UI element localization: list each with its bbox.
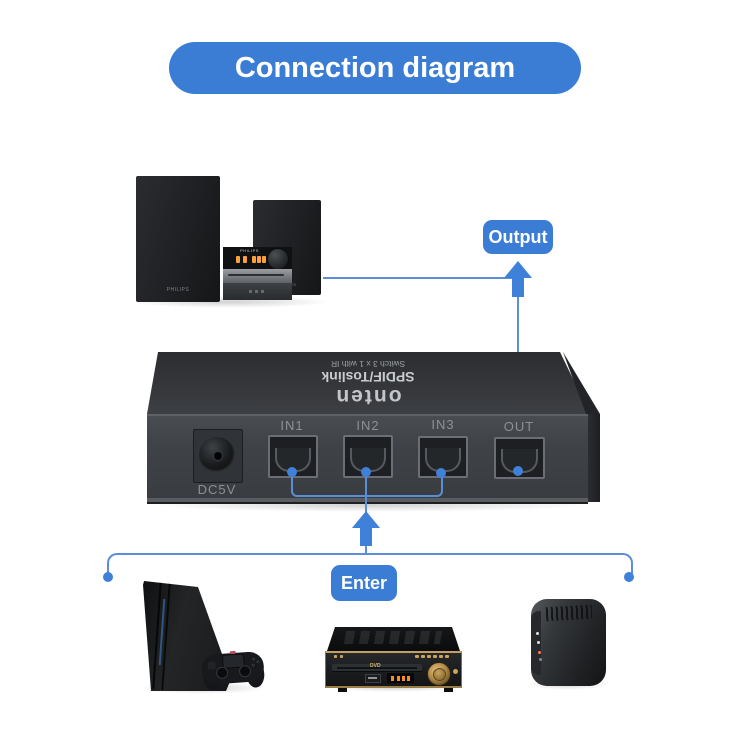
gamepad — [200, 647, 268, 695]
port-out-label: OUT — [503, 419, 535, 434]
stereo-display-digits — [236, 256, 240, 263]
dvd-badge: DVD — [370, 663, 381, 669]
stereo-unit-brand: PHILIPS — [240, 248, 259, 253]
port-out-connector-dot — [513, 466, 523, 476]
dvd-top-emboss — [343, 631, 443, 644]
dvd-top-face — [327, 627, 460, 651]
dvd-power-dots — [334, 655, 337, 658]
output-label: Output — [483, 220, 553, 254]
port-in3 — [418, 436, 468, 478]
port-in1-label: IN1 — [280, 418, 304, 433]
in-ports-connector — [291, 472, 443, 497]
stereo-unit-buttons — [249, 290, 252, 293]
switch-top-print: onten SPDIF/Toslink Switch 3 x 1 with IR — [280, 357, 456, 408]
input-arrow-up-icon — [352, 511, 380, 528]
output-arrow-stem — [512, 277, 524, 297]
switch-brand-logo: onten — [334, 385, 402, 408]
input-arrow-stem — [360, 527, 372, 546]
port-in1-connector-dot — [287, 467, 297, 477]
dvd-gold-button — [453, 669, 458, 674]
port-out — [494, 437, 545, 479]
modem — [531, 599, 606, 686]
console-top-highlight — [143, 581, 200, 586]
stereo-volume-knob — [267, 248, 289, 270]
in2-drop-line — [365, 472, 367, 494]
port-in2-label: IN2 — [356, 418, 380, 433]
modem-led-lights — [536, 632, 539, 635]
switch-product-subtitle: Switch 3 x 1 with IR — [330, 359, 406, 369]
dvd-front-face: DVD — [325, 651, 462, 692]
input-bus-left-dot — [103, 572, 113, 582]
enter-label: Enter — [331, 565, 397, 601]
port-in2-connector-dot — [361, 467, 371, 477]
stereo-display: PHILIPS — [223, 247, 292, 270]
switch-bottom-edge — [147, 502, 588, 504]
title-banner-label: Connection diagram — [234, 51, 516, 84]
dc-power-label: DC5V — [197, 482, 237, 497]
enter-label-text: Enter — [340, 572, 387, 593]
dvd-jog-knob-inner — [433, 668, 446, 681]
port-in3-connector-dot — [436, 468, 446, 478]
dvd-button-row — [415, 655, 419, 658]
dvd-display-digits — [391, 676, 394, 681]
stereo-left-speaker-brand: PHILIPS — [166, 287, 190, 293]
output-line-horizontal — [323, 277, 518, 279]
stereo-main-unit: PHILIPS — [223, 247, 292, 300]
dvd-tray-slot — [337, 667, 417, 669]
stereo-left-speaker: PHILIPS — [136, 176, 220, 302]
stereo-cd-tray — [223, 269, 292, 283]
switch-bottom-bevel — [147, 498, 588, 502]
output-label-text: Output — [488, 226, 548, 247]
stereo-unit-base — [223, 283, 292, 300]
output-arrow-up-icon — [504, 261, 532, 278]
input-bus-line — [107, 553, 633, 577]
modem-vents — [545, 604, 593, 622]
title-banner: Connection diagram — [169, 42, 581, 94]
dc-power-pin — [213, 451, 223, 461]
switch-top-face — [147, 352, 590, 414]
port-in3-label: IN3 — [431, 417, 455, 432]
gamepad-dpad — [207, 661, 216, 670]
dvd-usb-contact — [368, 677, 377, 679]
dvd-disc-tray: DVD — [332, 663, 422, 672]
dvd-display — [387, 673, 414, 683]
dvd-foot-left — [338, 688, 347, 692]
input-bus-right-dot — [624, 572, 634, 582]
modem-left-edge — [531, 611, 541, 675]
dc-power-recess — [193, 429, 243, 483]
switch-product-name: SPDIF/Toslink — [321, 369, 415, 385]
dvd-usb-port — [365, 674, 381, 683]
dc-power-jack — [199, 437, 235, 473]
switch-side-face — [588, 414, 600, 502]
stereo-cd-slot — [228, 274, 284, 276]
dvd-foot-right — [444, 688, 453, 692]
dvd-jog-knob — [427, 662, 451, 686]
